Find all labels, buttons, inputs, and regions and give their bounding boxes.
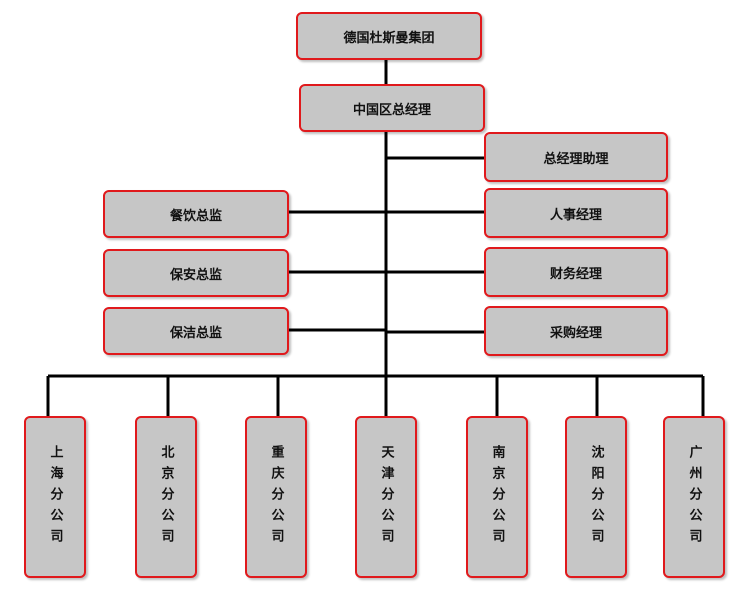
node-branch-tianjin: 天津分公司: [355, 416, 417, 578]
node-finance-manager: 财务经理: [484, 247, 668, 297]
node-branch-guangzhou: 广州分公司: [663, 416, 725, 578]
node-root: 德国杜斯曼集团: [296, 12, 482, 60]
node-hr-manager: 人事经理: [484, 188, 668, 238]
node-cleaning-director: 保洁总监: [103, 307, 289, 355]
node-security-director: 保安总监: [103, 249, 289, 297]
node-gm-assistant: 总经理助理: [484, 132, 668, 182]
node-branch-shanghai: 上海分公司: [24, 416, 86, 578]
node-catering-director: 餐饮总监: [103, 190, 289, 238]
node-branch-shenyang: 沈阳分公司: [565, 416, 627, 578]
node-china-gm: 中国区总经理: [299, 84, 485, 132]
node-branch-chongqing: 重庆分公司: [245, 416, 307, 578]
node-branch-nanjing: 南京分公司: [466, 416, 528, 578]
node-purchasing-manager: 采购经理: [484, 306, 668, 356]
node-branch-beijing: 北京分公司: [135, 416, 197, 578]
